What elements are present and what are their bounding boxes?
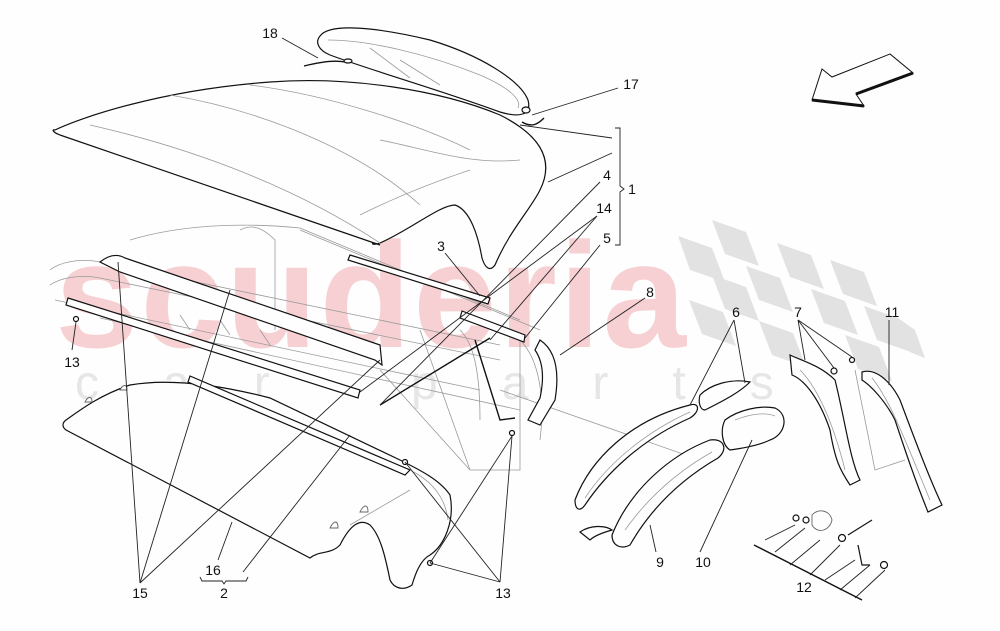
callout-7[interactable]: 7 <box>794 304 802 320</box>
callout-4[interactable]: 4 <box>603 167 611 183</box>
folding-frame-part <box>49 224 701 471</box>
leader-lines <box>71 37 890 584</box>
callout-5[interactable]: 5 <box>603 230 611 246</box>
callout-18[interactable]: 18 <box>262 25 278 41</box>
callout-15[interactable]: 15 <box>132 585 148 601</box>
callout-17[interactable]: 17 <box>623 76 639 92</box>
callout-16[interactable]: 16 <box>205 562 221 578</box>
rear-window-part <box>303 27 545 126</box>
trim-panel-10-part <box>721 406 785 451</box>
callout-11[interactable]: 11 <box>884 304 900 320</box>
callout-13-right[interactable]: 13 <box>495 585 511 601</box>
direction-arrow-icon <box>811 53 914 108</box>
trim-panel-6-part <box>574 380 752 510</box>
side-panel-11-part <box>861 370 943 513</box>
callout-1[interactable]: 1 <box>628 181 636 197</box>
soft-top-canvas-part <box>52 80 547 270</box>
side-panel-7-part <box>789 353 906 486</box>
callout-9[interactable]: 9 <box>656 554 664 570</box>
callout-12[interactable]: 12 <box>796 579 812 595</box>
fasteners-13-part <box>72 315 516 567</box>
tonneau-cover-part <box>62 375 452 589</box>
hardware-kit-12-part <box>753 510 889 601</box>
callout-13-left[interactable]: 13 <box>64 354 80 370</box>
trim-panel-9-part <box>578 439 725 548</box>
callout-3[interactable]: 3 <box>437 238 445 254</box>
callout-10[interactable]: 10 <box>695 554 711 570</box>
callout-8[interactable]: 8 <box>646 284 654 300</box>
callout-14[interactable]: 14 <box>596 200 612 216</box>
checkered-flag-watermark <box>678 220 925 381</box>
group-brackets <box>199 127 886 599</box>
callout-6[interactable]: 6 <box>732 304 740 320</box>
callout-2[interactable]: 2 <box>220 585 228 601</box>
